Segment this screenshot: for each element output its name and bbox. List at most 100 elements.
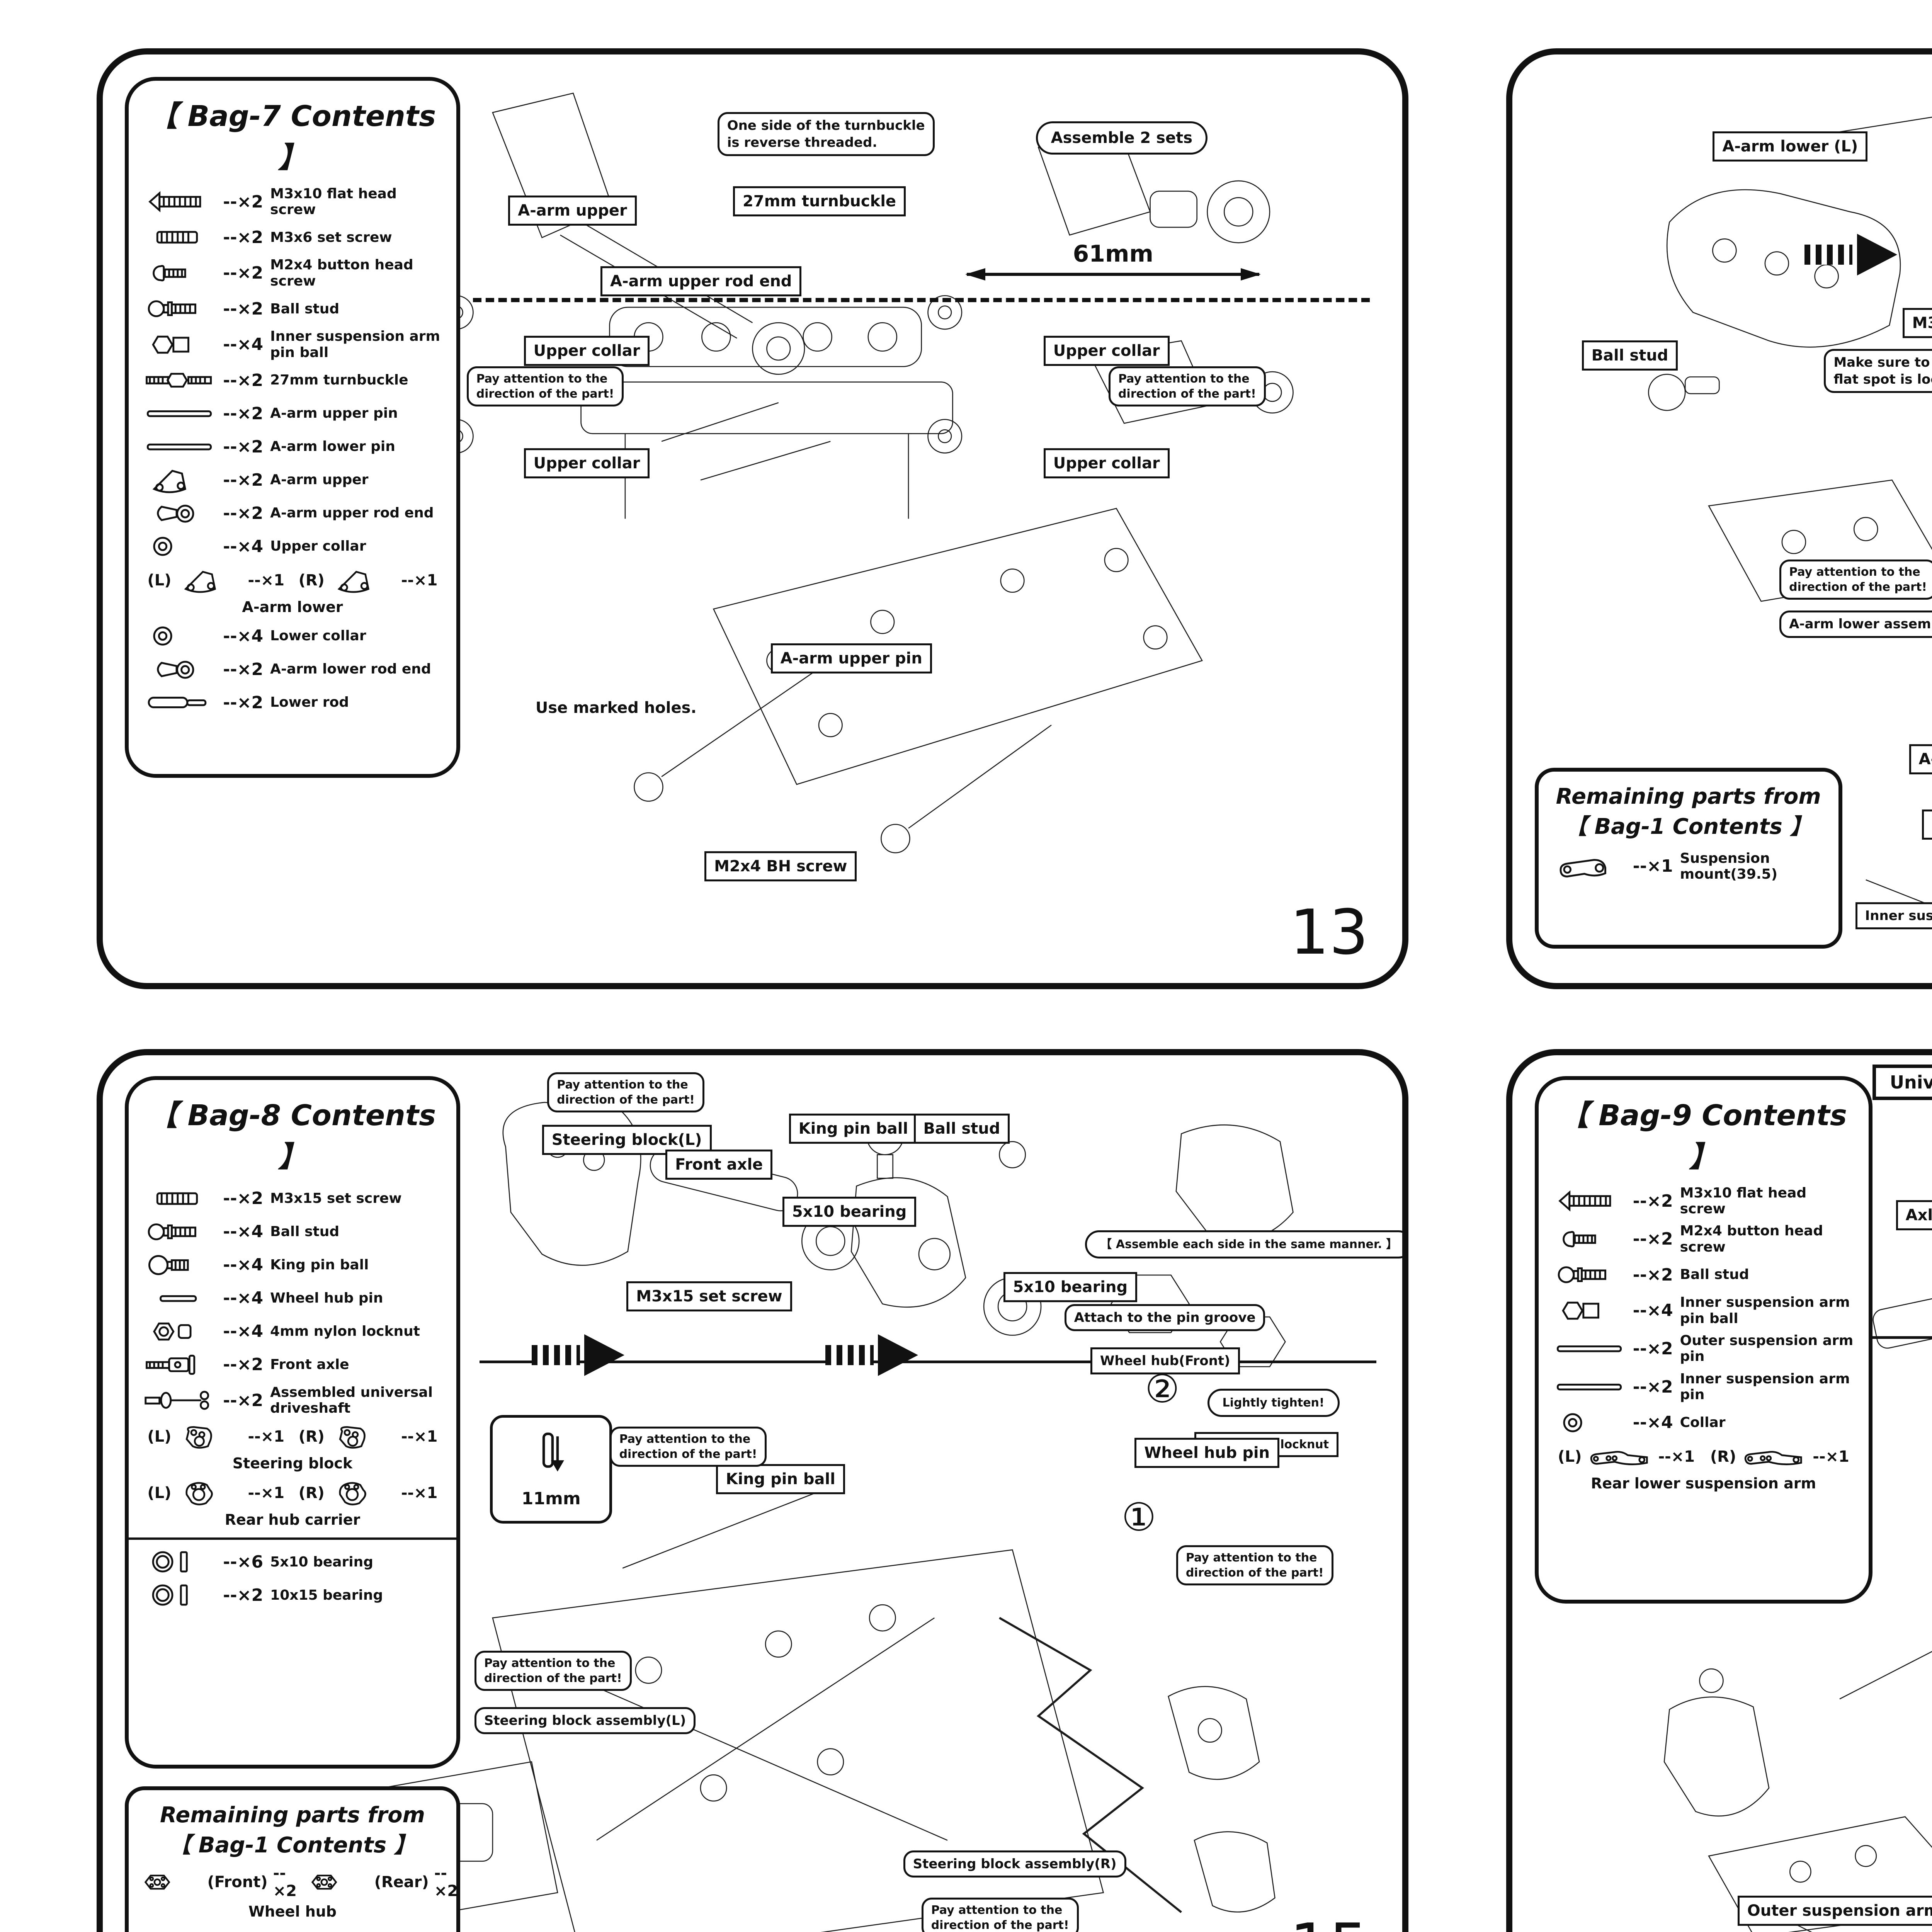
parts-row: --×4 Upper collar <box>140 530 445 563</box>
rear-hub-carrier-left: (L)--×1 <box>147 1478 284 1508</box>
part-name: 27mm turnbuckle <box>270 372 408 388</box>
pin-icon <box>1553 1373 1626 1400</box>
part-name: Rear hub carrier <box>224 1511 361 1529</box>
part-qty: --×2 <box>1633 1338 1673 1359</box>
parts-row-lr: (L)--×1 (R)--×1 <box>140 1419 445 1454</box>
rear-hub-carrier-icon <box>330 1478 396 1508</box>
part-name: Upper collar <box>270 538 366 554</box>
part-qty: --×2 <box>223 403 264 423</box>
pay-attention-callout: Pay attention to the direction of the pa… <box>609 1426 767 1467</box>
set-screw-icon <box>143 1185 216 1212</box>
part-name: Inner suspension arm pin ball <box>270 328 440 361</box>
a-arm-lower-l-callout: A-arm lower (L) <box>1713 131 1868 162</box>
step-arrow <box>1804 233 1897 276</box>
part-qty: --×2 <box>223 227 264 247</box>
part-qty: --×1 <box>1658 1447 1695 1466</box>
part-qty: --×2 <box>223 470 264 490</box>
part-qty: --×4 <box>223 1321 264 1342</box>
rear-lower-arm-right: (R)--×1 <box>1710 1442 1849 1472</box>
step-arrow <box>825 1334 918 1376</box>
turnbuckle-note-callout: One side of the turnbuckle is reverse th… <box>717 112 935 156</box>
bag7-title: 【 Bag-7 Contents 】 <box>149 99 436 174</box>
wheel-hub-front: (Front)--×2 <box>140 1864 307 1900</box>
part-name: Ball stud <box>270 301 340 317</box>
part-name: M3x10 flat head screw <box>1680 1185 1807 1217</box>
part-name: A-arm lower <box>242 599 343 616</box>
part-name: A-arm upper <box>270 472 369 488</box>
l-mark: (L) <box>147 571 172 590</box>
collar-icon <box>1553 1409 1626 1436</box>
bearing-icon <box>143 1582 216 1609</box>
pay-attention-callout: Pay attention to the direction of the pa… <box>466 366 624 407</box>
rear-hub-carrier-right: (R)--×1 <box>299 1478 438 1508</box>
parts-row: --×2 M3x6 set screw <box>140 221 445 254</box>
parts-row: --×4 Wheel hub pin <box>140 1282 445 1315</box>
part-qty: --×4 <box>223 536 264 556</box>
part-name: Rear lower suspension arm <box>1591 1475 1816 1492</box>
part-name: Suspension mount(39.5) <box>1680 850 1778 882</box>
part-qty: --×2 <box>223 370 264 390</box>
button-head-screw-icon <box>1553 1226 1626 1253</box>
part-name: Outer suspension arm pin <box>1680 1332 1854 1365</box>
outer-susp-arm-pin-callout: Outer suspension arm pin <box>1737 1895 1932 1926</box>
pin-icon <box>143 433 216 460</box>
section-divider <box>480 1360 1376 1363</box>
ball-stud-icon <box>143 295 216 322</box>
upper-collar-callout: Upper collar <box>524 448 650 478</box>
wheel-hub-front-callout: Wheel hub(Front) <box>1090 1347 1240 1374</box>
rear-hub-carrier-icon <box>177 1478 242 1508</box>
a-arm-icon <box>177 565 242 595</box>
pay-attention-callout: Pay attention to the direction of the pa… <box>1176 1545 1333 1585</box>
dimension-61mm-label: 61mm <box>1073 240 1153 267</box>
rod-end-icon <box>143 656 216 683</box>
step-1-number: ① <box>1121 1494 1156 1540</box>
steering-block-assembly-r-callout: Steering block assembly(R) <box>903 1850 1126 1878</box>
driveshaft-assembly-header: Universal Driveshaft Assembly <box>1872 1065 1932 1100</box>
driveshaft-icon <box>143 1387 216 1414</box>
part-name: M3x6 set screw <box>270 229 392 245</box>
part-name: 5x10 bearing <box>270 1554 374 1570</box>
rod-end-icon <box>143 500 216 527</box>
pay-attention-callout: Pay attention to the direction of the pa… <box>921 1897 1079 1932</box>
part-name: Wheel hub pin <box>270 1290 383 1306</box>
part-name: Steering block <box>232 1455 353 1472</box>
bearing-5x10-callout: 5x10 bearing <box>782 1196 917 1227</box>
parts-row: --×2 A-arm upper pin <box>140 397 445 430</box>
parts-row: --×4 Inner suspension arm pin ball <box>140 325 445 364</box>
part-qty: --×4 <box>223 335 264 355</box>
part-qty: --×2 <box>1633 1265 1673 1285</box>
steering-block-assembly-l-callout: Steering block assembly(L) <box>474 1707 696 1735</box>
part-name: Inner suspension arm pin ball <box>1680 1294 1850 1327</box>
part-name: M2x4 button head screw <box>270 257 413 289</box>
set-screw-icon <box>143 224 216 251</box>
rear-mark: (Rear) <box>374 1873 429 1891</box>
page-14-panel: A-arm lower (L) Ball stud ① ② M3x6 set s… <box>1506 48 1932 989</box>
rear-lower-arm-icon <box>1742 1442 1807 1472</box>
part-name: A-arm upper pin <box>270 405 398 422</box>
part-qty: --×2 <box>434 1864 458 1900</box>
bearing-5x10-callout: 5x10 bearing <box>1003 1272 1138 1302</box>
king-pin-ball-callout: King pin ball <box>716 1464 845 1495</box>
dimension-line <box>965 268 1261 281</box>
diagram-sketch-steering-blocks <box>103 1055 1402 1932</box>
rod-icon <box>143 689 216 716</box>
parts-row-lr: (L)--×1 (R)--×1 <box>1550 1439 1857 1474</box>
assemble-2-sets-callout: Assemble 2 sets <box>1036 121 1208 155</box>
part-name: A-arm lower rod end <box>270 661 431 677</box>
part-qty: --×4 <box>223 1288 264 1308</box>
flat-head-screw-icon <box>1553 1187 1626 1214</box>
r-mark: (R) <box>298 1484 325 1502</box>
set-screw-depth-icon <box>542 1432 564 1472</box>
l-mark: (L) <box>147 1484 172 1502</box>
